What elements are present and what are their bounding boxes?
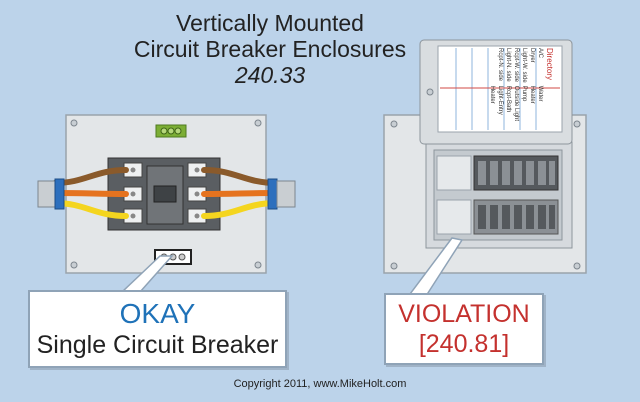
directory-entry: Pump	[521, 85, 527, 102]
mount-screw-icon	[573, 262, 581, 270]
directory-column-right: Water Heater Pump Outside Light Rcpt-Bat…	[488, 86, 544, 121]
single-breaker-enclosure	[37, 114, 296, 293]
directory-heading: Directory	[545, 48, 554, 81]
title-line-1: Vertically Mounted	[176, 10, 364, 36]
mount-screw-icon	[573, 120, 581, 128]
violation-callout: VIOLATION [240.81]	[384, 293, 544, 365]
directory-entry: A/C	[537, 48, 543, 59]
mount-screw-icon	[70, 119, 78, 127]
panelboard	[383, 39, 587, 297]
conduit-connector-right	[267, 178, 296, 210]
mount-screw-icon	[254, 119, 262, 127]
directory-entry: Water	[537, 85, 543, 102]
ground-bar-icon	[155, 124, 187, 138]
directory-entry: Rcpt-Bath	[505, 85, 511, 113]
okay-label: OKAY	[119, 298, 196, 329]
violation-reference: [240.81]	[418, 330, 510, 358]
breaker-row-bottom	[436, 199, 559, 235]
conduit-connector-left	[37, 178, 65, 210]
copyright-text: Copyright 2011, www.MikeHolt.com	[233, 378, 407, 390]
directory-entry: Light-Entry	[497, 85, 503, 115]
directory-entry: Heater	[529, 85, 535, 104]
single-breaker-caption: Single Circuit Breaker	[36, 331, 279, 359]
mount-screw-icon	[390, 120, 398, 128]
breaker-terminals-left	[123, 162, 143, 224]
okay-callout: OKAY Single Circuit Breaker	[28, 290, 287, 368]
directory-card	[437, 45, 563, 133]
door-hinge-icon	[426, 88, 434, 96]
mount-screw-icon	[390, 262, 398, 270]
mount-screw-icon	[70, 261, 78, 269]
directory-entry: Outside Light	[513, 85, 519, 122]
title-line-2: Circuit Breaker Enclosures	[133, 36, 407, 62]
code-section: 240.33	[234, 62, 306, 88]
directory-entry: Heater	[489, 85, 495, 104]
breaker-row-top	[436, 155, 559, 191]
violation-label: VIOLATION	[398, 300, 530, 328]
mount-screw-icon	[254, 261, 262, 269]
